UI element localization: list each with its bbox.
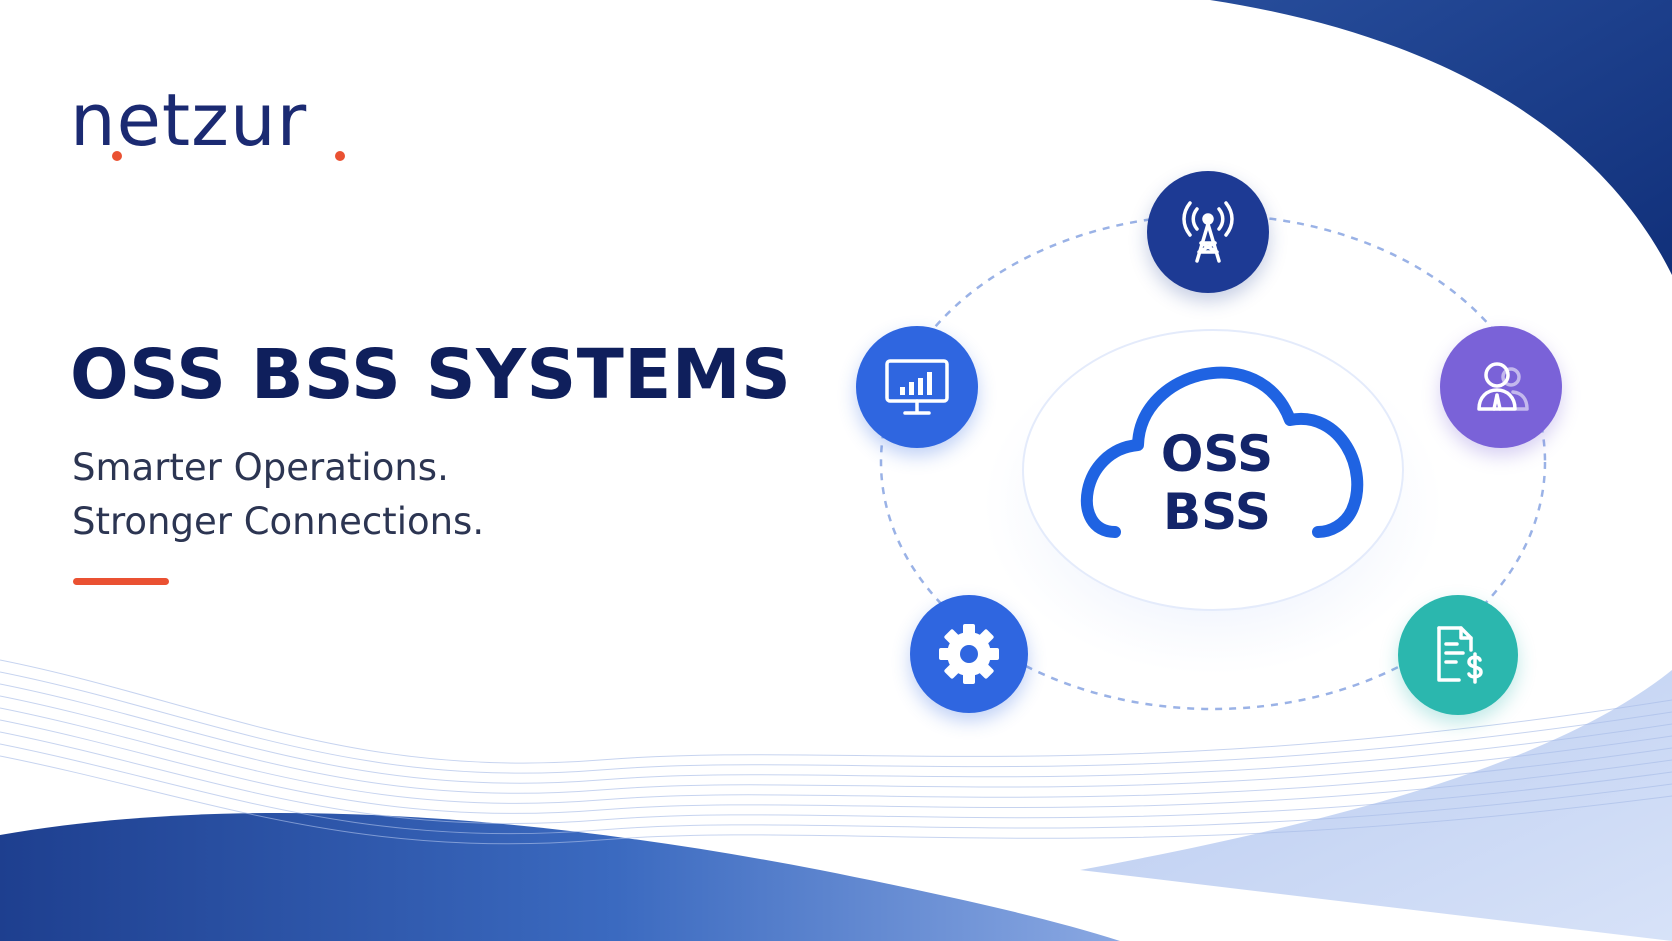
node-signal-tower	[1147, 171, 1269, 293]
node-configuration	[910, 595, 1028, 713]
node-analytics	[856, 326, 978, 448]
cloud-label-bss: BSS	[1163, 483, 1271, 541]
tagline-line-1: Smarter Operations.	[72, 446, 449, 489]
users-icon	[1477, 362, 1529, 411]
node-users	[1440, 326, 1562, 448]
cloud-shape	[1022, 329, 1404, 611]
page-title: OSS BSS SYSTEMS	[70, 335, 792, 415]
analytics-monitor-icon	[885, 359, 949, 415]
tagline-line-2: Stronger Connections.	[72, 500, 485, 543]
invoice-dollar-icon	[1437, 626, 1483, 684]
wave-lines	[0, 659, 1672, 845]
gear-icon	[939, 624, 999, 684]
accent-underline	[73, 578, 169, 585]
bottom-wave	[0, 812, 1120, 941]
orbit-ring	[879, 213, 1547, 711]
top-right-swoosh	[1210, 0, 1672, 275]
cloud-label-oss: OSS	[1160, 425, 1274, 483]
signal-tower-icon	[1182, 201, 1234, 263]
node-billing	[1398, 595, 1518, 715]
netzur-logo: netzur	[70, 78, 308, 162]
